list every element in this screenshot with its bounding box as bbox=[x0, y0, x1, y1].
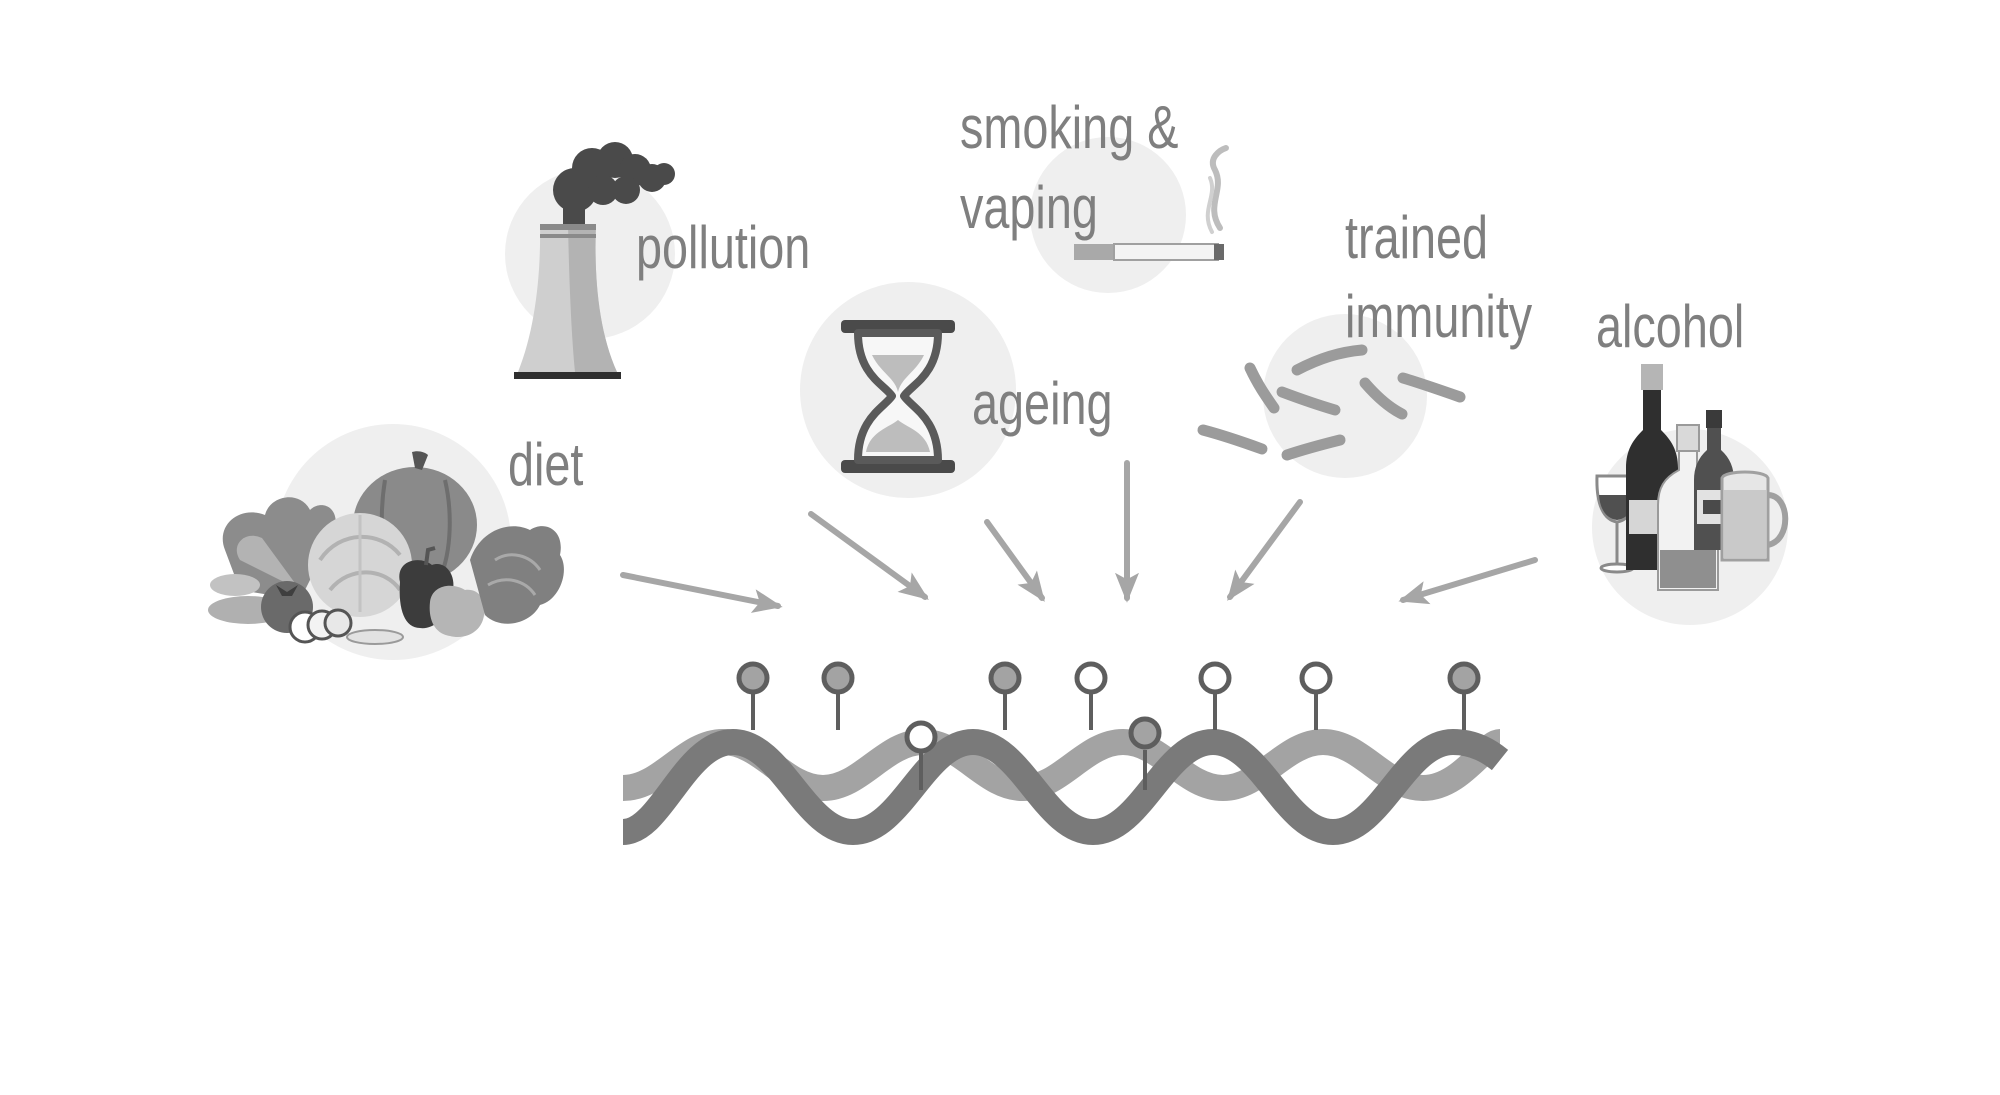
vegetables-icon bbox=[208, 451, 564, 645]
trained-immunity-factor: trained immunity bbox=[1197, 204, 1532, 478]
methyl-mark bbox=[904, 720, 938, 754]
methyl-mark bbox=[1128, 716, 1162, 750]
trained-immunity-label-line1: trained bbox=[1345, 204, 1488, 271]
factory-chimney-icon bbox=[514, 142, 675, 379]
bacteria-icon bbox=[1197, 344, 1466, 461]
arrow-diet bbox=[620, 572, 783, 613]
methyl-mark bbox=[988, 661, 1022, 695]
hourglass-icon bbox=[841, 320, 955, 473]
pollution-factor: pollution bbox=[505, 142, 810, 379]
methyl-mark bbox=[1447, 661, 1481, 695]
methyl-mark bbox=[736, 661, 770, 695]
arrow-ageing bbox=[984, 519, 1045, 602]
cigarette-icon bbox=[1074, 145, 1229, 261]
smoking-label-line2: vaping bbox=[960, 174, 1098, 241]
diet-label: diet bbox=[508, 431, 583, 498]
methyl-mark bbox=[1198, 661, 1232, 695]
alcohol-factor: alcohol bbox=[1592, 293, 1789, 625]
smoking-label-line1: smoking & bbox=[960, 94, 1179, 161]
trained-immunity-background-circle bbox=[1263, 314, 1427, 478]
arrow-alcohol bbox=[1398, 557, 1538, 605]
arrow-trained-immunity bbox=[1227, 499, 1303, 601]
ageing-factor: ageing bbox=[800, 282, 1113, 498]
methyl-mark bbox=[1299, 661, 1333, 695]
arrows bbox=[620, 460, 1538, 613]
methyl-mark bbox=[1074, 661, 1108, 695]
methyl-mark bbox=[821, 661, 855, 695]
bottles-glasses-icon bbox=[1595, 364, 1789, 591]
dna-strand-dark bbox=[620, 728, 1509, 846]
trained-immunity-label-line2: immunity bbox=[1345, 283, 1532, 350]
dna-methylation-icon bbox=[620, 661, 1509, 846]
smoking-vaping-factor: smoking & vaping bbox=[960, 94, 1229, 293]
alcohol-label: alcohol bbox=[1596, 293, 1744, 360]
diet-factor: diet bbox=[208, 424, 583, 660]
ageing-label: ageing bbox=[972, 370, 1113, 437]
arrow-pollution bbox=[808, 511, 929, 600]
pollution-label: pollution bbox=[636, 214, 810, 281]
